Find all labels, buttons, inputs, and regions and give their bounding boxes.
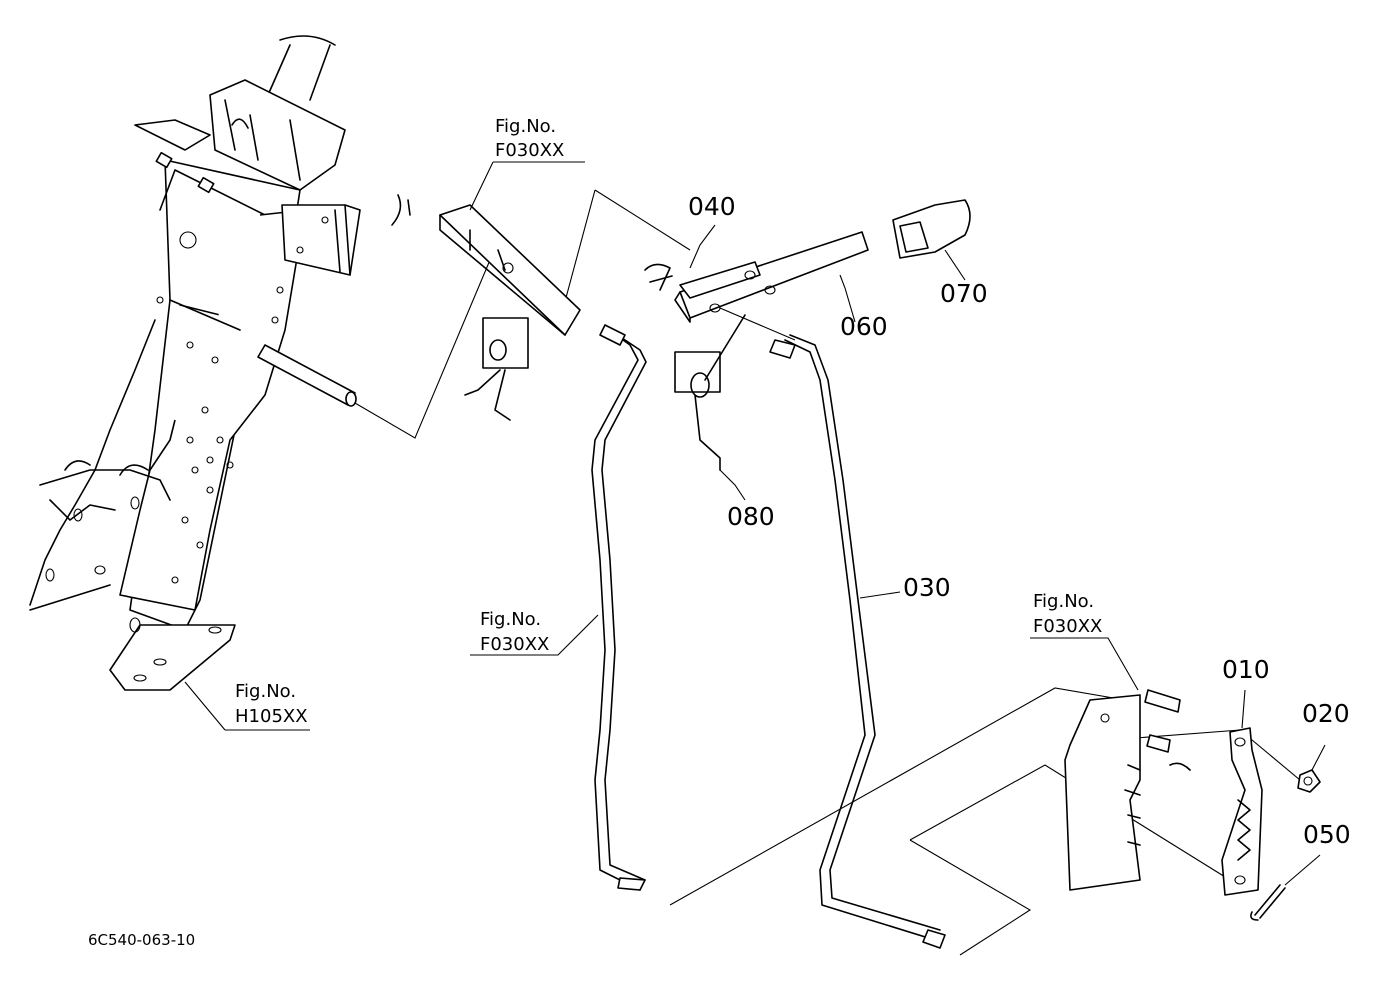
label-040: 040 — [688, 192, 736, 221]
fig-ref-bottom-line2: H105XX — [235, 706, 308, 727]
label-010: 010 — [1222, 655, 1270, 684]
lever-060 — [644, 231, 869, 323]
label-050: 050 — [1303, 820, 1351, 849]
fig-ref-top-line2: F030XX — [495, 140, 564, 161]
fig-ref-right-line1: Fig.No. — [1033, 591, 1094, 612]
fig-ref-middle-line2: F030XX — [480, 634, 549, 655]
fig-ref-middle-line1: Fig.No. — [480, 609, 541, 630]
notch-plate — [1064, 689, 1191, 891]
label-020: 020 — [1302, 699, 1350, 728]
cotter-pin-050 — [1250, 884, 1286, 921]
upper-bracket — [391, 194, 581, 421]
nut-020 — [1297, 769, 1321, 793]
frame-assembly — [29, 35, 361, 691]
label-060: 060 — [840, 312, 888, 341]
alignment-lines — [354, 189, 1301, 956]
label-080: 080 — [727, 502, 775, 531]
label-030: 030 — [903, 573, 951, 602]
rod-030 — [769, 334, 946, 949]
grip-070 — [892, 199, 971, 259]
fig-ref-right-line2: F030XX — [1033, 616, 1102, 637]
middle-rod — [591, 324, 647, 891]
part-labels: 040 060 070 080 030 010 020 050 — [688, 192, 1351, 849]
lever-010 — [1221, 727, 1263, 896]
plate-holes — [129, 231, 284, 633]
fig-ref-top-line1: Fig.No. — [495, 116, 556, 137]
figure-references: Fig.No. F030XX Fig.No. F030XX Fig.No. F0… — [235, 116, 1102, 727]
spring-080 — [674, 314, 746, 471]
label-070: 070 — [940, 279, 988, 308]
fig-ref-bottom-line1: Fig.No. — [235, 681, 296, 702]
leaders — [184, 161, 1326, 886]
drawing-code: 6C540-063-10 — [88, 931, 195, 949]
